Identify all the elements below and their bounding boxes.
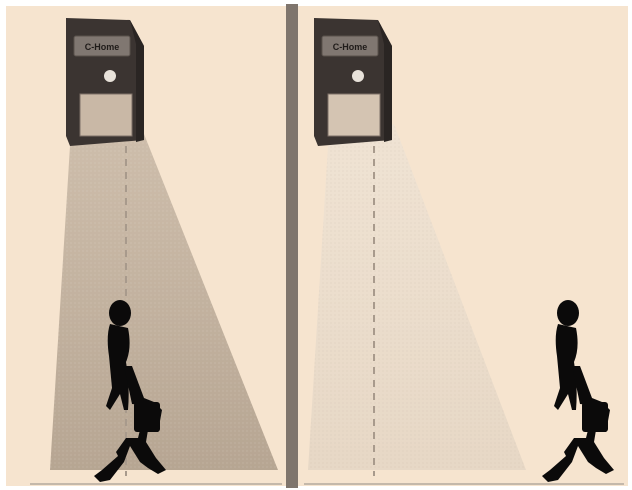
solar-motion-light-icon: C-Home (314, 18, 392, 146)
panel-light-on: C-Home (6, 6, 286, 486)
panel-left-canvas: C-Home (6, 6, 286, 486)
lamp-brand-text: C-Home (85, 42, 120, 52)
panel-right-canvas: C-Home (298, 6, 628, 486)
lamp-brand-text: C-Home (333, 42, 368, 52)
panel-divider (286, 4, 298, 488)
solar-motion-light-icon: C-Home (66, 18, 144, 146)
panel-light-off: C-Home (298, 6, 628, 486)
